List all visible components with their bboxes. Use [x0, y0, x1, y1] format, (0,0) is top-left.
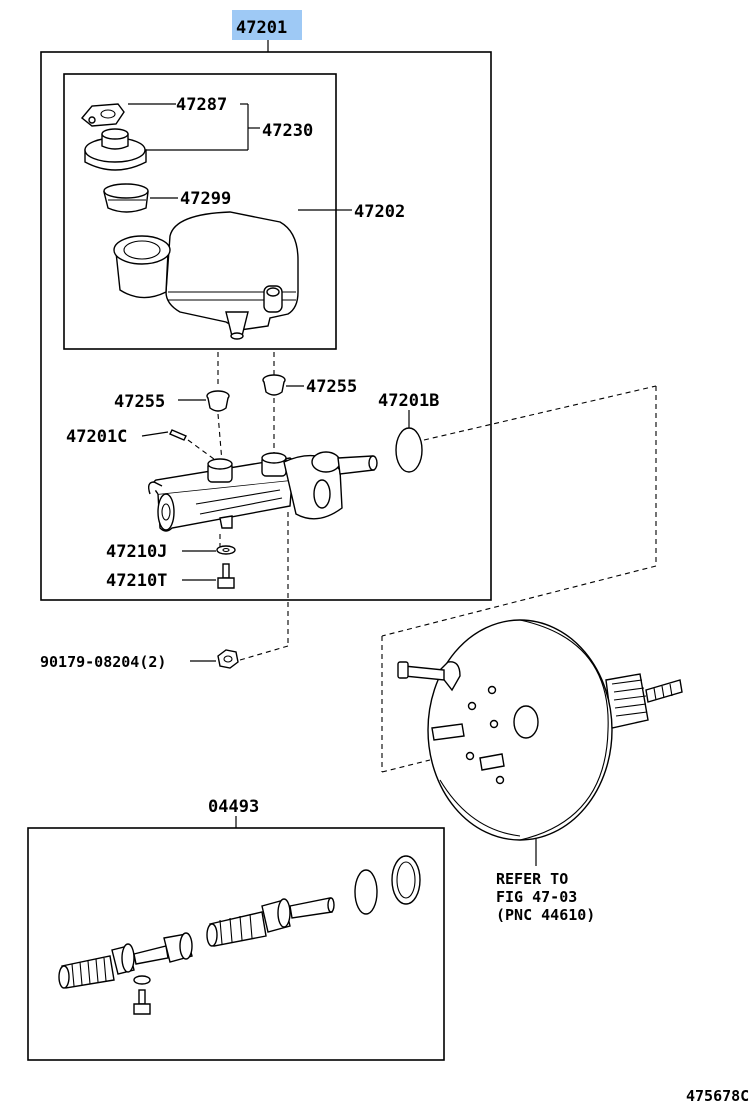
reservoir-cap: [84, 128, 147, 171]
reservoir-strainer-callout[interactable]: 47299: [180, 189, 231, 209]
kit-gasket: [133, 975, 151, 985]
kit-oring-small: [354, 869, 378, 915]
oring-callout[interactable]: 47201B: [378, 391, 439, 411]
nut-callout[interactable]: 90179-08204(2): [40, 653, 166, 671]
reference-line3[interactable]: (PNC 44610): [496, 906, 595, 924]
reservoir-cap-seal: [81, 103, 125, 127]
assy-callout[interactable]: 47201: [236, 18, 287, 38]
grommet-left: [206, 390, 230, 412]
kit-bolt: [133, 989, 151, 1015]
bolt-callout[interactable]: 47210T: [106, 571, 167, 591]
reservoir-strainer: [103, 183, 149, 213]
grommet-left-callout[interactable]: 47255: [114, 392, 165, 412]
nut: [217, 649, 239, 669]
bolt: [217, 563, 235, 589]
gasket: [216, 545, 236, 555]
gasket-callout[interactable]: 47210J: [106, 542, 167, 562]
reservoir-frame: [63, 73, 337, 350]
grommet-right: [262, 374, 286, 396]
figure-id: 475678C: [686, 1087, 749, 1105]
brake-booster: [397, 619, 683, 841]
pin-callout[interactable]: 47201C: [66, 427, 127, 447]
assy-frame: [40, 51, 492, 601]
kit-piston-primary: [58, 932, 193, 989]
kit-callout[interactable]: 04493: [208, 797, 259, 817]
reservoir-assy-callout[interactable]: 47202: [354, 202, 405, 222]
pin: [169, 429, 187, 441]
reference-line1[interactable]: REFER TO: [496, 870, 568, 888]
reference-line2[interactable]: FIG 47-03: [496, 888, 577, 906]
reservoir-tank: [113, 211, 299, 340]
kit-piston-secondary: [206, 897, 335, 947]
oring: [395, 427, 423, 473]
kit-oring-large: [391, 855, 421, 905]
master-cylinder: [147, 451, 378, 532]
reservoir-cap-callout[interactable]: 47287: [176, 95, 227, 115]
grommet-right-callout[interactable]: 47255: [306, 377, 357, 397]
kit-frame: [27, 827, 445, 1061]
assy-callout-highlight: [232, 10, 302, 40]
reservoir-set-callout[interactable]: 47230: [262, 121, 313, 141]
